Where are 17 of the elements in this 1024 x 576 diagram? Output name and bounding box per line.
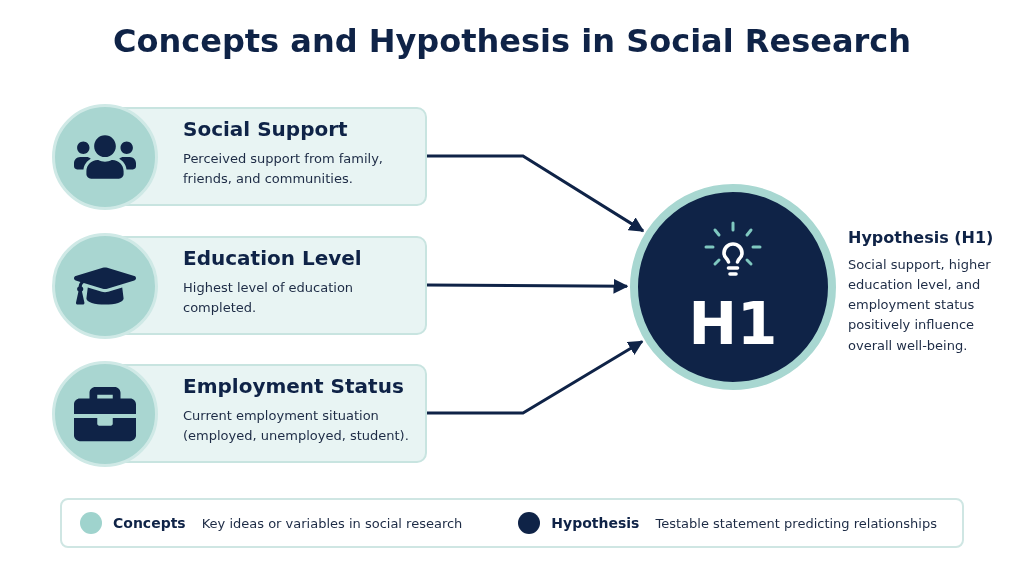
card-description: Current employment situation (employed, unemployed, student). [183,407,410,445]
card-heading: Employment Status [183,374,405,398]
hypothesis-description: Social support, higher education level, and employment status positively influence overall well-being. [848,256,992,355]
arrow [427,278,629,294]
hypothesis-label: H1 [688,295,778,353]
card-heading: Education Level [183,246,363,270]
card-heading: Social Support [183,117,349,141]
hypothesis-heading: Hypothesis (H1) [848,228,995,247]
arrow [427,154,645,233]
arrow [427,340,644,415]
legend-description: Key ideas or variables in social research [201,515,463,531]
card-description: Perceived support from family, friends, and communities. [183,150,384,188]
legend-label: Hypothesis [551,515,640,531]
legend-label: Concepts [113,515,186,531]
legend-description: Testable statement predicting relationships [655,515,937,531]
card-description: Highest level of education completed. [183,279,355,317]
title: Concepts and Hypothesis in Social Research [113,22,911,60]
